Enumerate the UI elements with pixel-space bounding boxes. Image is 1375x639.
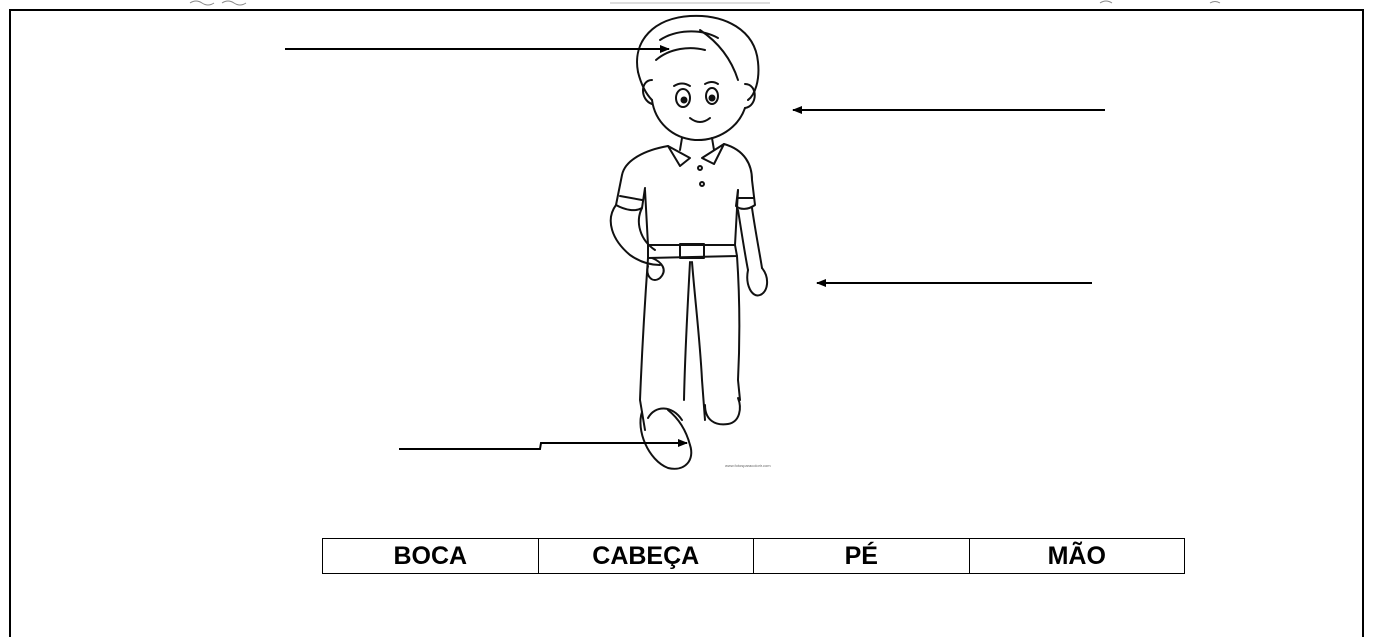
word-bank-cell-cabeca: CABEÇA <box>537 538 754 574</box>
word-bank-cell-boca: BOCA <box>322 538 539 574</box>
boy-figure <box>609 14 768 470</box>
worksheet-border <box>9 9 1364 637</box>
word-bank: BOCA CABEÇA PÉ MÃO <box>322 538 1185 574</box>
illustration-credit: www.fotosparacolorir.com <box>725 463 771 468</box>
arrow-foot-pointer <box>399 439 688 450</box>
cropped-header-strip <box>189 0 1221 6</box>
arrows <box>285 45 1105 450</box>
word-bank-cell-mao: MÃO <box>968 538 1185 574</box>
word-bank-cell-pe: PÉ <box>753 538 970 574</box>
